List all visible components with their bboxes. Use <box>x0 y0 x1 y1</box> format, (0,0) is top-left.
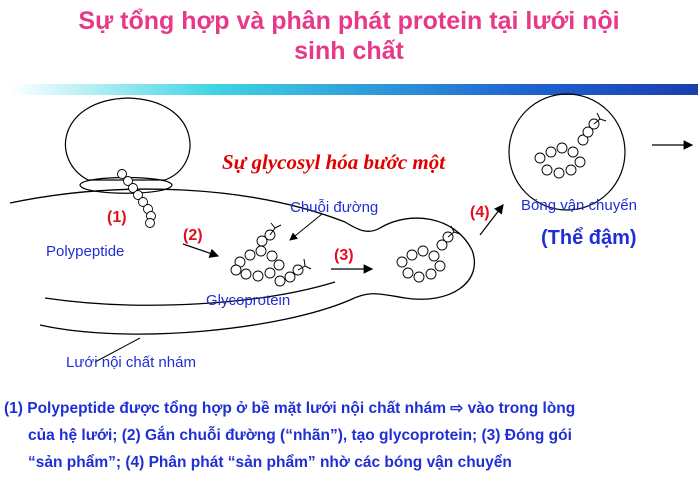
caption-line-1: (1) Polypeptide được tổng hợp ở bề mặt l… <box>4 400 576 417</box>
glycoprotein-coil <box>230 229 304 287</box>
glycoprotein-label: Glycoprotein <box>206 292 291 309</box>
ribosome-small-subunit <box>79 176 173 194</box>
step-1-label: (1) <box>107 209 127 226</box>
sugar-branches <box>269 112 607 271</box>
caption-line-3: “sản phẩm”; (4) Phân phát “sản phẩm” nhờ… <box>28 454 512 471</box>
glycosylation-label: Sự glycosyl hóa bước một <box>222 150 446 174</box>
ribosome-large-subunit <box>65 97 191 181</box>
packaged-protein-coil <box>396 231 454 283</box>
rough-er-label: Lưới nội chất nhám <box>66 354 196 371</box>
arrow-step-4 <box>479 204 504 236</box>
step-2-label: (2) <box>183 227 203 244</box>
sugar-chain-label: Chuỗi đường <box>290 199 379 216</box>
gradient-divider <box>10 84 698 95</box>
transport-vesicle <box>508 93 626 211</box>
pointer-rough-er <box>94 337 141 363</box>
er-outer-membrane <box>9 188 475 335</box>
er-inner-membrane <box>44 281 336 306</box>
caption: (1) Polypeptide được tổng hợp ở bề mặt l… <box>4 395 694 476</box>
vesicle-protein-coil <box>534 118 600 179</box>
polypeptide-label: Polypeptide <box>46 243 125 260</box>
step-4-label: (4) <box>470 204 490 221</box>
title-line-1: Sự tổng hợp và phân phát protein tại lướ… <box>78 7 620 35</box>
pointer-sugar <box>289 213 323 241</box>
arrow-step-2 <box>182 243 220 258</box>
transport-vesicle-label: Bóng vận chuyển <box>521 197 637 214</box>
title-line-2: sinh chất <box>294 37 404 65</box>
caption-line-2: của hệ lưới; (2) Gắn chuỗi đường (“nhãn”… <box>28 427 572 444</box>
polypeptide-chain <box>117 169 156 228</box>
stain-note: (Thể đậm) <box>541 227 637 249</box>
step-3-label: (3) <box>334 247 354 264</box>
page-title: Sự tổng hợp và phân phát protein tại lướ… <box>0 6 698 66</box>
